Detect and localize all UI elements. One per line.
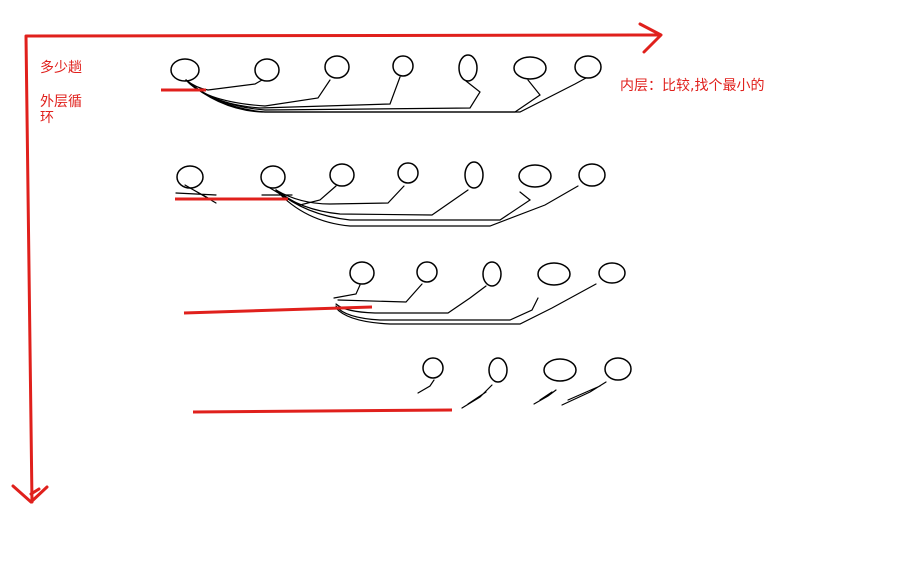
y-axis-line [24,34,34,504]
element-circle [392,55,414,77]
axes [11,22,663,504]
element-circle [513,56,547,80]
element-circle [260,165,286,189]
row-1-compare-lines [185,76,587,113]
x-axis-arrowhead [638,22,663,54]
row-pass-1 [161,54,602,113]
element-circle [416,261,438,283]
element-circle [537,262,571,286]
element-circle [349,261,375,285]
row-2-circles [176,161,606,189]
element-circle [464,161,484,189]
element-circle [458,54,478,82]
element-circle [397,162,419,184]
compare-line [185,77,587,113]
element-circle [254,58,280,82]
outer-loop-label-line1: 外层循 [40,94,82,110]
compare-line [461,384,493,409]
element-circle [488,357,508,383]
element-circle [324,55,350,79]
row-1-circles [170,54,602,82]
element-circle [543,358,577,382]
compare-line [561,381,607,406]
compare-line [533,389,557,405]
row-pass-4 [192,357,632,414]
element-circle [482,261,502,287]
compare-line [275,189,532,221]
passes-label: 多少趟 [40,60,82,76]
y-axis-arrowhead [11,484,49,504]
row-4-circles [422,357,632,383]
row-pass-3 [183,261,626,325]
compare-line [337,283,423,303]
element-circle [518,164,552,188]
element-circle [598,262,626,284]
element-circle [604,357,632,381]
row-3-marker [183,305,373,315]
x-axis-line [25,33,662,38]
element-circle [329,163,355,187]
outer-loop-label-line2: 环 [40,110,54,126]
row-pass-2 [175,161,606,227]
y-axis-tick [29,487,41,496]
row-4-marker [192,408,453,414]
element-circle [170,58,200,82]
row-3-circles [349,261,626,287]
compare-line [275,185,405,205]
compare-line [417,379,435,394]
row-4-compare-lines [417,379,607,409]
element-circle [578,163,606,187]
element-circle [422,357,444,379]
compare-line [335,285,487,314]
compare-line [333,284,361,299]
compare-line [335,283,597,325]
inner-loop-label: 内层：比较,找个最小的 [620,78,765,94]
element-circle [574,55,602,79]
